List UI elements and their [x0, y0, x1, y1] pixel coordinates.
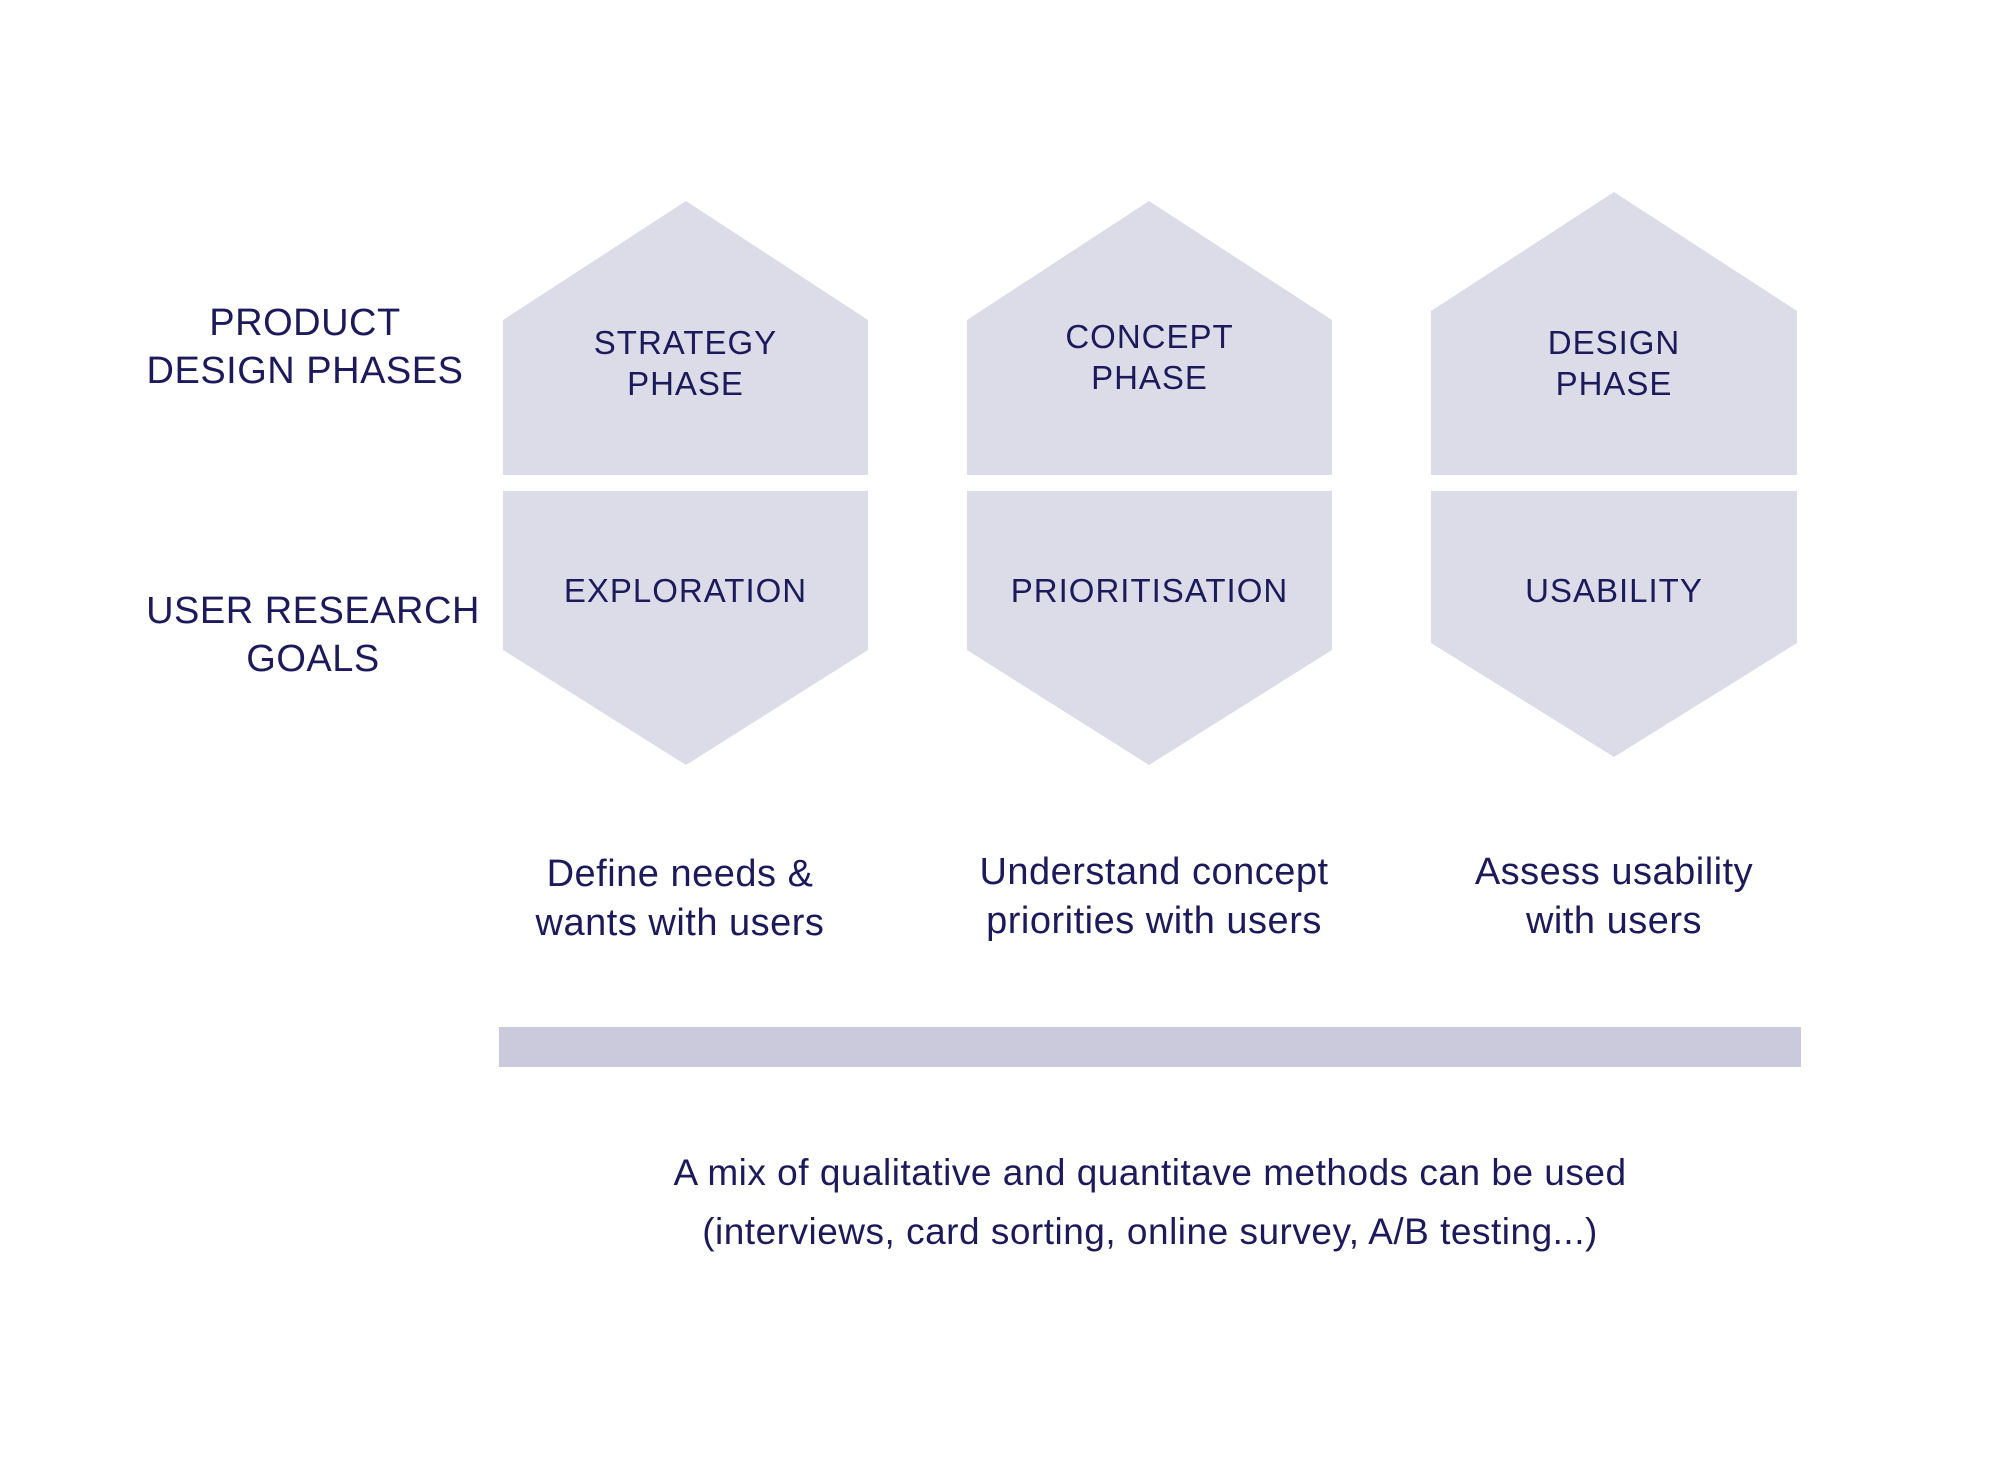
methods-footer-text: A mix of qualitative and quantitave meth… — [600, 1143, 1700, 1261]
goal-label-text: USABILITY — [1525, 572, 1703, 609]
row-label-line: DESIGN PHASES — [146, 349, 464, 392]
row-label-line: GOALS — [246, 637, 380, 680]
usability-goal-label: USABILITY — [1431, 570, 1797, 611]
concept-phase-shape — [967, 201, 1332, 475]
description-line: Assess usability — [1474, 851, 1754, 893]
description-line: priorities with users — [986, 900, 1322, 943]
description-line: wants with users — [535, 902, 825, 945]
phase-label-line: PHASE — [1555, 365, 1673, 403]
prioritisation-goal-label: PRIORITISATION — [967, 570, 1332, 611]
concept-description: Understand concept priorities with users — [954, 848, 1354, 947]
row-label-line: PRODUCT — [209, 302, 401, 344]
methods-bar — [499, 1027, 1801, 1067]
design-phase-shape — [1431, 192, 1797, 475]
footer-line: (interviews, card sorting, online survey… — [702, 1211, 1598, 1253]
goal-label-text: PRIORITISATION — [1010, 572, 1289, 609]
description-line: with users — [1525, 900, 1703, 943]
prioritisation-goal-shape — [967, 491, 1332, 765]
row-label-line: USER RESEARCH — [146, 590, 480, 632]
row-label-product-design-phases: PRODUCT DESIGN PHASES — [105, 300, 505, 395]
phase-label-line: CONCEPT — [1065, 318, 1234, 355]
usability-goal-shape — [1431, 491, 1797, 757]
goal-label-text: EXPLORATION — [563, 572, 808, 609]
footer-line: A mix of qualitative and quantitave meth… — [673, 1152, 1627, 1193]
phase-label-line: PHASE — [1091, 359, 1208, 397]
exploration-goal-shape — [503, 491, 868, 765]
design-description: Assess usability with users — [1414, 848, 1814, 947]
row-label-user-research-goals: USER RESEARCH GOALS — [113, 588, 513, 683]
phase-label-line: PHASE — [627, 365, 744, 403]
strategy-phase-shape — [503, 201, 868, 475]
strategy-description: Define needs & wants with users — [480, 850, 880, 949]
phase-label-line: DESIGN — [1547, 324, 1681, 361]
description-line: Understand concept — [979, 851, 1329, 893]
description-line: Define needs & — [546, 853, 814, 895]
design-phase-label: DESIGN PHASE — [1431, 322, 1797, 405]
strategy-phase-label: STRATEGY PHASE — [503, 322, 868, 405]
exploration-goal-label: EXPLORATION — [503, 570, 868, 611]
concept-phase-label: CONCEPT PHASE — [967, 316, 1332, 399]
phase-label-line: STRATEGY — [593, 324, 778, 361]
